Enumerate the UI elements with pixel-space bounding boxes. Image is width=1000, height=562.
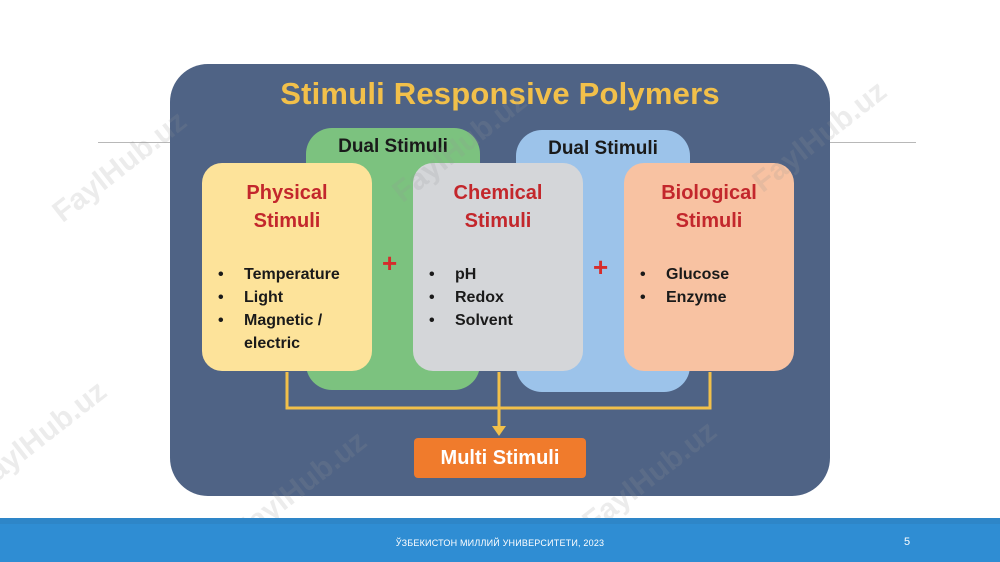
list-item: Redox	[429, 286, 513, 309]
list-item: Enzyme	[640, 286, 729, 309]
chemical-title-line2: Stimuli	[464, 210, 532, 232]
list-item: Light	[218, 286, 340, 309]
biological-list: Glucose Enzyme	[640, 263, 729, 309]
chemical-list: pH Redox Solvent	[429, 263, 513, 332]
plus-sign-right: +	[593, 252, 609, 282]
down-arrow-head	[492, 426, 506, 436]
biological-title-line2: Stimuli	[675, 210, 743, 232]
chemical-title-line1: Chemical	[453, 182, 543, 204]
physical-list: Temperature Light Magnetic / electric	[218, 263, 340, 355]
footer-bar: ЎЗБЕКИСТОН МИЛЛИЙ УНИВЕРСИТЕТИ, 2023 5	[0, 524, 1000, 562]
biological-title-line1: Biological	[661, 182, 757, 204]
page-number: 5	[904, 536, 911, 548]
physical-title-line2: Stimuli	[253, 210, 321, 232]
dual-stimuli-right-label: Dual Stimuli	[548, 138, 658, 159]
biological-stimuli-card: Biological Stimuli Glucose Enzyme	[624, 163, 794, 371]
footer-accent-bar	[0, 518, 1000, 524]
plus-sign-left: +	[382, 248, 398, 278]
diagram-title: Stimuli Responsive Polymers	[280, 76, 720, 111]
list-item: Solvent	[429, 309, 513, 332]
list-item: pH	[429, 263, 513, 286]
footer-text: ЎЗБЕКИСТОН МИЛЛИЙ УНИВЕРСИТЕТИ, 2023	[395, 538, 605, 548]
physical-stimuli-card: Physical Stimuli Temperature Light Magne…	[202, 163, 372, 371]
list-item: Temperature	[218, 263, 340, 286]
dual-stimuli-left-label: Dual Stimuli	[338, 136, 448, 157]
list-item: Magnetic /	[218, 309, 340, 332]
physical-title-line1: Physical	[246, 182, 328, 204]
list-item: Glucose	[640, 263, 729, 286]
list-item-continuation: electric	[244, 335, 301, 352]
multi-stimuli-box: Multi Stimuli	[414, 438, 586, 478]
chemical-stimuli-card: Chemical Stimuli pH Redox Solvent	[413, 163, 583, 371]
